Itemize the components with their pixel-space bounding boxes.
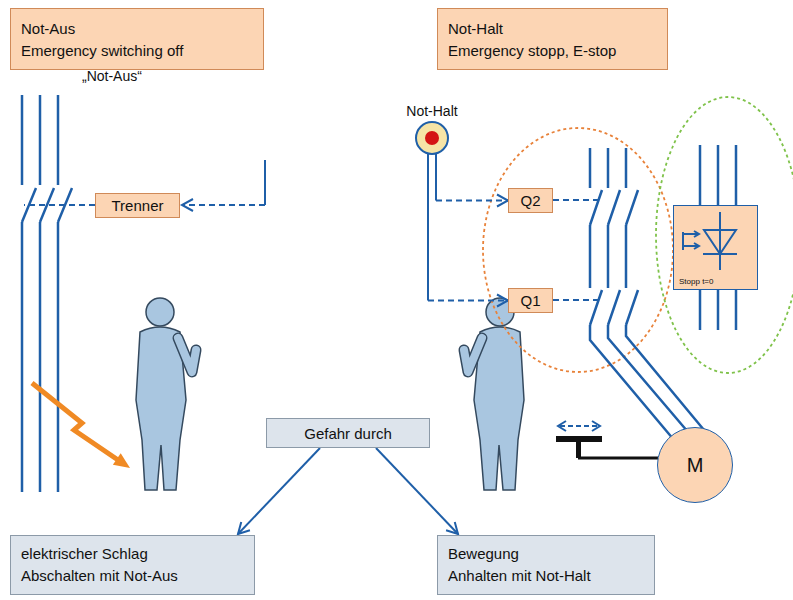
mechanical-link [553,200,598,300]
remote-actuator-part [183,204,265,206]
disconnector-wires-part [22,222,58,492]
connector-arrow-part [238,448,320,534]
contactor-region [483,128,673,372]
drive-region [656,97,793,373]
contactor-wires-part [590,225,626,288]
push-button-symbol [414,120,450,156]
header-box: Not-HaltEmergency stopp, E-stop [437,8,668,70]
connector-arrow-part [238,522,250,534]
annotation-label: „Not-Aus“ [82,67,142,85]
node-subtext: Anhalten mit Not-Halt [448,565,591,587]
contactor-wires [590,148,704,440]
lightning-bolt-part [113,453,130,468]
motor-circle: M [657,427,733,503]
brake-symbol-part [578,457,658,460]
connector-arrow [428,154,508,307]
hazard-type-box: elektrischer SchlagAbschalten mit Not-Au… [10,535,255,595]
node-text: Gefahr durch [304,425,392,442]
node-text: Not-Aus [21,18,75,40]
node-subtext: Abschalten mit Not-Aus [21,565,178,587]
mechanical-link-part [553,299,598,301]
thyristor-symbol-part-part [703,253,737,255]
connector-arrow-part [436,200,508,202]
connector-arrow-part [376,448,458,534]
remote-actuator-part [264,160,266,205]
drive-box: Stopp t=0 [673,205,758,290]
connector-arrow [376,448,458,534]
disconnector-wires-part [22,95,58,185]
disconnector-wires [22,95,72,492]
person-figure-part [178,338,196,372]
thyristor-symbol-part-part [704,230,736,254]
remote-actuator-part [182,199,193,211]
thyristor-symbol-part [683,212,737,270]
mechanical-link [24,204,95,206]
person-figure-part [464,338,482,372]
remote-actuator [182,160,265,211]
emergency-stop-button: Not-Halt [404,102,459,156]
connector-arrow-part [446,522,458,534]
connector-arrow [436,154,508,207]
thyristor-symbol-part-part [719,212,721,270]
node-subtext: Emergency stopp, E-stop [448,40,616,62]
hazard-type-box: BewegungAnhalten mit Not-Halt [437,535,655,595]
node-subtext: Emergency switching off [21,40,183,62]
person-figure-part [464,338,482,372]
brake-symbol [556,421,658,458]
person-figure [136,298,196,490]
person-figure-part [146,298,174,326]
node-text: Not-Halt [406,102,457,120]
connector-arrow-part [497,295,508,307]
lightning-bolt [32,383,130,468]
person-figure [464,298,524,490]
push-button-symbol-part [416,122,448,154]
mechanical-link-part [553,199,598,201]
node-text: Not-Halt [448,18,503,40]
hazard-box: Gefahr durch [266,418,430,448]
connector-arrow-part [427,154,429,301]
node-text: Q2 [520,192,540,209]
node-text: Stopp t=0 [679,277,713,286]
node-text: Trenner [112,197,164,214]
brake-symbol-part [576,442,581,458]
brake-symbol-part [558,421,600,431]
header-box: Not-AusEmergency switching off [10,8,264,70]
contactor-wires-part [590,190,638,225]
disconnector-box: Trenner [95,193,180,218]
lightning-bolt-part [32,383,118,460]
person-figure-part [178,338,196,372]
node-text: elektrischer Schlag [21,543,148,565]
brake-symbol-part [556,436,602,442]
connector-arrow-part [435,154,437,201]
node-text: Q1 [520,292,540,309]
node-text: Bewegung [448,543,519,565]
brake-symbol-part [560,425,598,427]
node-text: M [687,454,704,477]
thyristor-symbol-part-part [694,231,699,249]
contactor-wires-part [590,148,626,188]
connector-arrow-part [428,300,508,302]
contactor-box: Q1 [508,288,553,313]
connector-arrow-part [497,195,508,207]
connector-arrow [238,448,320,534]
push-button-symbol-part [425,131,439,145]
contactor-wires-part [590,290,638,325]
contactor-wires-part [590,325,704,440]
thyristor-symbol-part-part [683,232,698,250]
contactor-box: Q2 [508,188,553,213]
